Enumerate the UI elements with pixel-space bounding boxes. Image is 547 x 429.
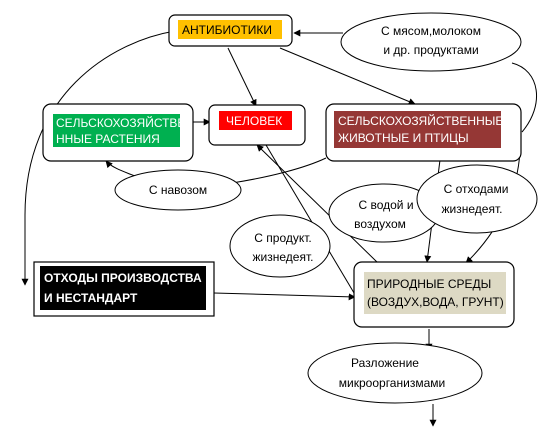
node-antibiotics-label: АНТИБИОТИКИ: [182, 23, 272, 37]
bubble-life-waste: С отходами жизнедеят.: [416, 164, 538, 234]
bubble-decomposition: Разложение микроорганизмами: [307, 342, 483, 404]
arrow-antibiotics-to-animals: [279, 47, 416, 105]
node-waste-line2: И НЕСТАНДАРТ: [44, 291, 138, 305]
node-animals-line1: СЕЛЬСКОХОЗЯЙСТВЕННЫЕ: [338, 113, 503, 128]
node-waste-line1: ОТХОДЫ ПРОИЗВОДСТВА: [44, 271, 202, 285]
node-crops-line1: СЕЛЬСКОХОЗЯЙСТВЕ: [56, 115, 185, 130]
bubble-air-water-line1: С водой и: [358, 198, 413, 212]
node-environment-line2: (ВОЗДУХ,ВОДА, ГРУНТ): [367, 295, 504, 309]
node-crops: СЕЛЬСКОХОЗЯЙСТВЕ ННЫЕ РАСТЕНИЯ: [42, 103, 194, 162]
bubble-manure: С навозом: [114, 169, 242, 211]
bubble-life-waste-line1: С отходами: [444, 182, 509, 196]
connector-animals-to-manure: [231, 157, 327, 184]
node-environment-line1: ПРИРОДНЫЕ СРЕДЫ: [367, 277, 491, 291]
bubble-decomposition-line2: микроорганизмами: [339, 376, 445, 390]
node-animals: СЕЛЬСКОХОЗЯЙСТВЕННЫЕ ЖИВОТНЫЕ И ПТИЦЫ: [325, 103, 522, 162]
bubble-air-water: С водой и воздухом: [328, 183, 440, 243]
node-human: ЧЕЛОВЕК: [208, 104, 306, 146]
bubble-life-waste-line2: жизнедеят.: [442, 202, 503, 216]
bubble-decomposition-line1: Разложение: [351, 356, 419, 370]
node-human-label: ЧЕЛОВЕК: [226, 114, 282, 128]
bubble-food-line1: С мясом,молоком: [381, 24, 481, 38]
node-waste: ОТХОДЫ ПРОИЗВОДСТВА И НЕСТАНДАРТ: [33, 261, 215, 317]
arrow-waste-to-environment: [213, 292, 356, 301]
bubble-manure-label: С навозом: [149, 183, 207, 197]
bubble-food-line2: и др. продуктами: [383, 43, 478, 57]
bubble-air-water-line2: воздухом: [354, 217, 406, 231]
node-animals-line2: ЖИВОТНЫЕ И ПТИЦЫ: [338, 131, 469, 145]
bubble-products-line2: жизнедеят.: [253, 250, 314, 264]
bubble-products: С продукт. жизнедеят.: [229, 214, 331, 278]
arrow-antibiotics-to-waste: [21, 30, 176, 286]
bubble-products-line1: С продукт.: [254, 231, 311, 245]
arrow-antibiotics-to-human: [227, 47, 257, 107]
node-antibiotics: АНТИБИОТИКИ: [168, 14, 293, 47]
bubble-food: С мясом,молоком и др. продуктами: [340, 12, 522, 72]
node-environment: ПРИРОДНЫЕ СРЕДЫ (ВОЗДУХ,ВОДА, ГРУНТ): [353, 261, 515, 328]
node-crops-line2: ННЫЕ РАСТЕНИЯ: [56, 132, 160, 146]
connector-animals-to-food: [511, 62, 537, 133]
